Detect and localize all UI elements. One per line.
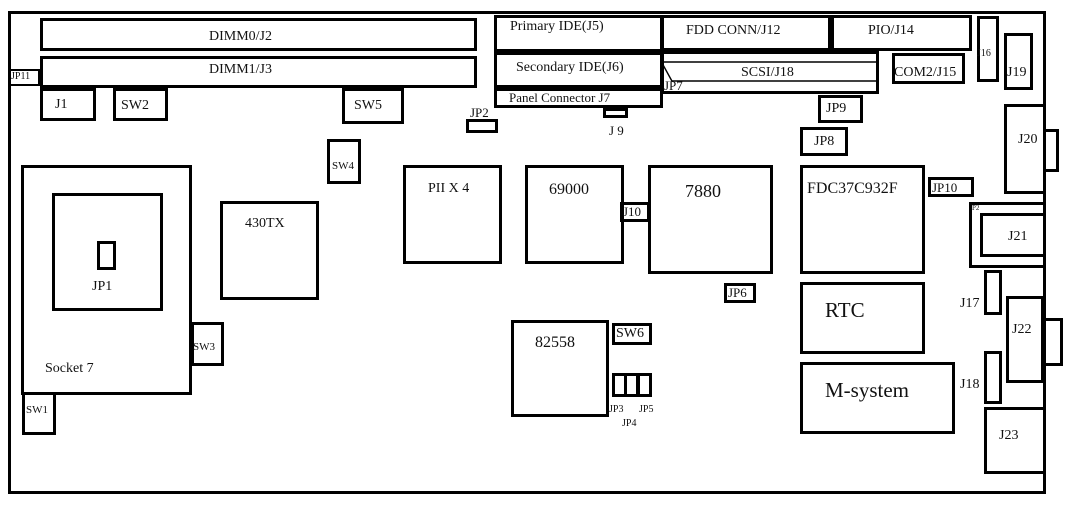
- pio-label: PIO/J14: [868, 23, 914, 38]
- chip-82558: [511, 320, 609, 417]
- rtc-chip: [800, 282, 925, 354]
- j17-connector: [984, 270, 1002, 315]
- dimm0-label: DIMM0/J2: [209, 29, 273, 44]
- pio-connector: [831, 15, 972, 51]
- scsi-label: SCSI/J18: [741, 65, 794, 80]
- j19-connector: [1004, 33, 1033, 90]
- chip-69000-label: 69000: [549, 181, 589, 198]
- j18-label: J18: [960, 377, 980, 392]
- dimm1-slot: [40, 56, 477, 88]
- j21-label: J21: [1008, 229, 1028, 244]
- j18-connector: [984, 351, 1002, 404]
- chip-7880: [648, 165, 773, 274]
- jp5-label: JP5: [639, 404, 654, 415]
- sw2-label: SW2: [121, 98, 149, 113]
- j9-label: J 9: [609, 123, 624, 138]
- j20-connector: [1004, 104, 1046, 194]
- jp11-label: JP11: [11, 71, 31, 82]
- jp1-jumper: [97, 241, 116, 270]
- jp9-jumper: [818, 95, 863, 123]
- chip-430tx: [220, 201, 319, 300]
- scsi-connector: [661, 61, 879, 82]
- j10-label: J10: [623, 204, 642, 219]
- sw4-switch: [327, 139, 361, 184]
- jp8-label: JP8: [814, 134, 835, 149]
- cpu-inner: [52, 193, 163, 311]
- j20-label: J20: [1018, 132, 1038, 147]
- chip-fdc37c932f: [800, 165, 925, 274]
- sw1-switch: [22, 392, 56, 435]
- j16-label: J16: [977, 48, 991, 59]
- jp4-label: JP4: [622, 418, 637, 429]
- sw2-switch: [113, 88, 168, 121]
- jp2-label: JP2: [470, 105, 489, 120]
- sw3-label: SW3: [193, 341, 215, 353]
- j23-connector: [984, 407, 1046, 474]
- chip-piix4: [403, 165, 502, 264]
- j17-label: J17: [960, 296, 980, 311]
- fdd-connector: [661, 15, 831, 51]
- sw4-label: SW4: [332, 160, 354, 172]
- j1-connector: [40, 88, 96, 121]
- msystem-chip: [800, 362, 955, 434]
- jp9-label: JP9: [826, 101, 847, 116]
- panel-connector-label: Panel Connector J7: [509, 90, 611, 105]
- jp7-label: JP7: [664, 78, 683, 93]
- com2-connector: [892, 53, 965, 84]
- sw5-label: SW5: [354, 98, 382, 113]
- jp10-jumper: [928, 177, 974, 197]
- chip-fdc-label: FDC37C932F: [807, 180, 898, 197]
- j19-label: J19: [1007, 65, 1027, 80]
- jp2-jumper: [466, 119, 498, 133]
- j20-tab: [1043, 129, 1059, 172]
- jp6-jumper: [724, 283, 756, 303]
- jp8-jumper: [800, 127, 848, 156]
- chip-piix4-label: PII X 4: [428, 181, 470, 196]
- j16-connector: [977, 16, 999, 82]
- sw5-switch: [342, 88, 404, 124]
- primary-ide-label: Primary IDE(J5): [510, 19, 604, 34]
- j1-label: J1: [55, 97, 68, 112]
- sw1-label: SW1: [26, 404, 48, 416]
- j22-connector: [1006, 296, 1044, 383]
- j22-tab: [1043, 318, 1063, 366]
- socket7-label: Socket 7: [45, 361, 94, 376]
- jp6-label: JP6: [728, 285, 747, 300]
- j22-label: J22: [1012, 322, 1032, 337]
- com2-label: COM2/J15: [894, 65, 957, 80]
- sw3-switch: [191, 322, 224, 366]
- jp11-jumper: [9, 69, 40, 86]
- socket7: [21, 165, 192, 395]
- jp1-label: JP1: [92, 279, 113, 294]
- scsi-area: [661, 51, 879, 94]
- dimm1-label: DIMM1/J3: [209, 62, 273, 77]
- j21-connector: [980, 213, 1046, 257]
- p2-label: P2: [972, 204, 980, 212]
- secondary-ide-label: Secondary IDE(J6): [516, 60, 624, 75]
- chip-430tx-label: 430TX: [245, 216, 285, 231]
- chip-69000: [525, 165, 624, 264]
- msystem-label: M-system: [825, 378, 909, 402]
- sw6-switch: [612, 323, 652, 345]
- jp10-label: JP10: [932, 180, 958, 195]
- dimm0-slot: [40, 18, 477, 51]
- fdd-label: FDD CONN/J12: [686, 23, 781, 38]
- jp5-jumper: [637, 373, 652, 397]
- j23-label: J23: [999, 428, 1019, 443]
- panel-connector: [494, 88, 663, 108]
- j9-connector: [603, 108, 628, 118]
- sw6-label: SW6: [616, 326, 644, 341]
- chip-7880-label: 7880: [685, 181, 721, 201]
- jp3-label: JP3: [609, 404, 624, 415]
- rtc-label: RTC: [825, 298, 865, 322]
- chip-82558-label: 82558: [535, 334, 575, 351]
